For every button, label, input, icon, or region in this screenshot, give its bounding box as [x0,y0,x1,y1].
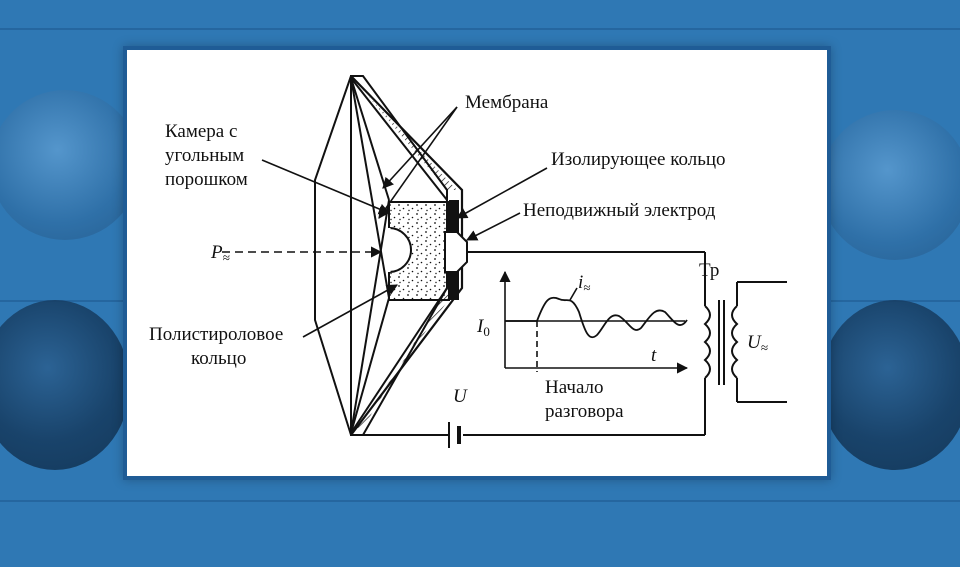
diagram-panel: Мембрана Камера с угольным порошком Изол… [123,46,831,480]
label-output-U: U≈ [747,332,768,355]
carbon-chamber [387,201,450,301]
label-voltage-U: U [453,386,468,407]
speaker-cap-left-bottom [0,300,130,470]
speaker-grille-left-top [0,90,140,240]
label-current-i: i≈ [578,272,590,295]
label-time: t [651,345,657,366]
label-fixed-electrode: Неподвижный электрод [523,200,716,221]
speaker-grille-right-top [820,110,960,260]
label-current-I0: I0 [476,316,490,339]
speaker-cap-right-bottom [820,300,960,470]
label-chamber-line3: порошком [165,169,248,190]
label-chamber-line1: Камера с [165,121,237,142]
carbon-microphone-diagram: Мембрана Камера с угольным порошком Изол… [149,75,787,448]
label-polystyrene-line2: кольцо [191,348,246,369]
label-talk-start-line1: Начало [545,377,604,398]
label-talk-start-line2: разговора [545,401,624,422]
label-polystyrene-line1: Полистироловое [149,324,283,345]
leader-lines [261,106,548,338]
label-membrane: Мембрана [465,92,549,113]
label-pressure: P≈ [210,242,230,265]
label-chamber-line2: угольным [165,145,244,166]
label-transformer: Тр [699,260,719,281]
label-insulating-ring: Изолирующее кольцо [551,149,726,170]
fixed-electrode [444,200,468,300]
circuit [351,251,787,448]
current-graph [499,270,689,374]
